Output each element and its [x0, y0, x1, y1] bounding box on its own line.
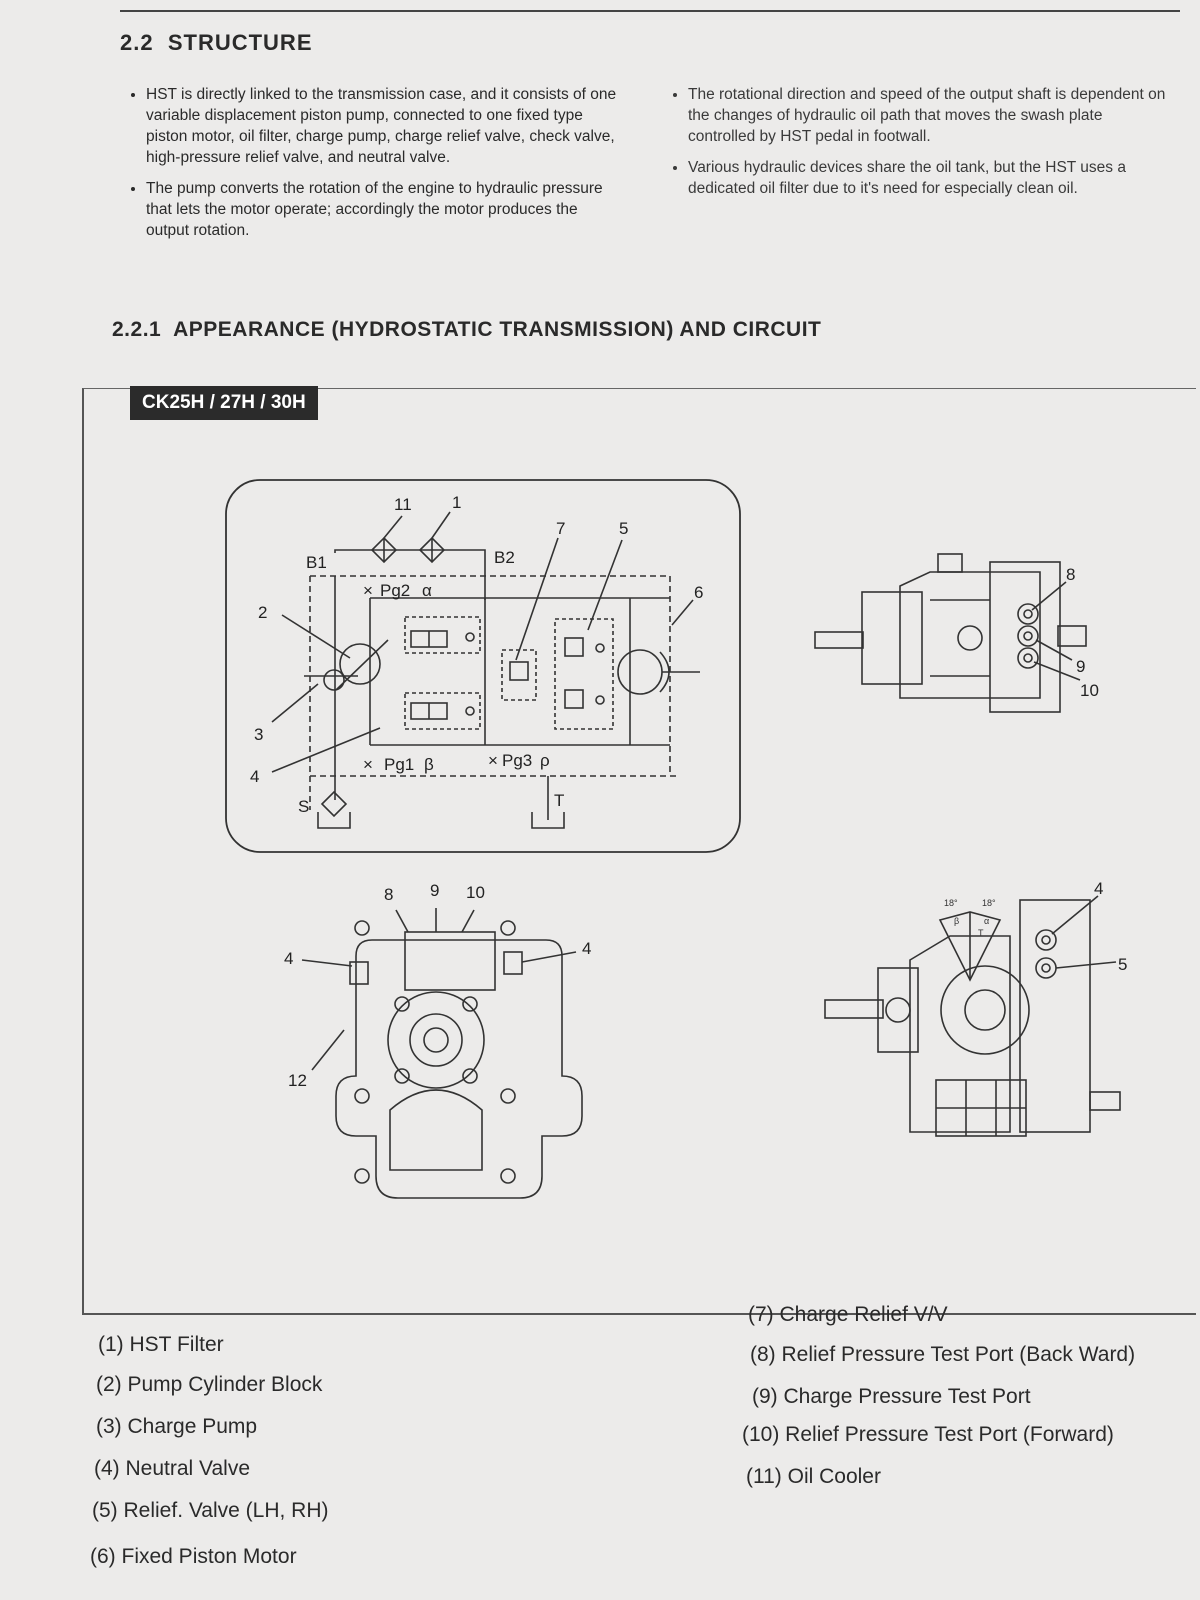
label-8: 8	[1066, 565, 1075, 584]
bullet-item: The pump converts the rotation of the en…	[146, 178, 620, 241]
label-12: 12	[288, 1071, 307, 1090]
legend-item: (1) HST Filter	[98, 1333, 224, 1356]
label-8: 8	[384, 885, 393, 904]
label-4-right: 4	[582, 939, 591, 958]
label-4: 4	[250, 767, 259, 786]
label-4-left: 4	[284, 949, 293, 968]
pump-side-view-top	[814, 553, 1087, 713]
legend-item: (4) Neutral Valve	[94, 1457, 251, 1480]
label-pg3-symbol: ρ	[540, 751, 550, 770]
label-5: 5	[1118, 955, 1127, 974]
bullets-right: The rotational direction and speed of th…	[662, 84, 1172, 209]
label-5: 5	[619, 519, 628, 538]
label-11: 11	[394, 495, 412, 514]
section-title: STRUCTURE	[167, 30, 313, 55]
section-heading: 2.2 STRUCTURE	[120, 30, 313, 56]
legend-item: (3) Charge Pump	[96, 1415, 258, 1438]
label-1: 1	[452, 493, 461, 512]
legend-item: (2) Pump Cylinder Block	[96, 1373, 323, 1396]
label-t: T	[554, 791, 564, 810]
beta-label: β	[954, 916, 959, 926]
t-label: T	[978, 928, 984, 938]
label-b1: B1	[306, 553, 327, 572]
bullet-item: The rotational direction and speed of th…	[688, 84, 1172, 147]
label-7: 7	[556, 519, 565, 538]
label-10: 10	[466, 883, 485, 902]
label-pg1: Pg1	[384, 755, 414, 774]
pump-front-view	[301, 908, 583, 1199]
label-6: 6	[694, 583, 703, 602]
label-s: S	[298, 797, 309, 816]
top-rule	[120, 10, 1180, 12]
label-x-pg3: ×	[488, 751, 498, 770]
circuit-labels: 11 1 7 5 6 2 3 4 B1 B2 × Pg2 α × Pg1 β ×…	[250, 493, 703, 816]
angle-right-label: 18°	[982, 898, 996, 908]
label-x-pg1: ×	[363, 755, 373, 774]
legend-item: (10) Relief Pressure Test Port (Forward)	[742, 1423, 1114, 1446]
legend-item: (8) Relief Pressure Test Port (Back Ward…	[750, 1343, 1136, 1366]
subsection-heading: 2.2.1 APPEARANCE (HYDROSTATIC TRANSMISSI…	[112, 318, 821, 342]
legend-item: (9) Charge Pressure Test Port	[752, 1385, 1031, 1408]
legend-item: (5) Relief. Valve (LH, RH)	[92, 1499, 329, 1522]
angle-left-label: 18°	[944, 898, 958, 908]
label-pg3: Pg3	[502, 751, 532, 770]
pump-side-view-bottom	[824, 895, 1121, 1137]
label-pg2: Pg2	[380, 581, 410, 600]
legend-item: (11) Oil Cooler	[746, 1465, 881, 1488]
bullet-item: Various hydraulic devices share the oil …	[688, 157, 1172, 199]
subsection-title: APPEARANCE (HYDROSTATIC TRANSMISSION) AN…	[173, 318, 822, 341]
label-3: 3	[254, 725, 263, 744]
label-9: 9	[1076, 657, 1085, 676]
bullet-item: HST is directly linked to the transmissi…	[146, 84, 620, 168]
label-b2: B2	[494, 548, 515, 567]
alpha-label: α	[984, 916, 989, 926]
bullets-left: HST is directly linked to the transmissi…	[120, 84, 620, 251]
label-9: 9	[430, 881, 439, 900]
hydraulic-circuit-diagram	[225, 479, 741, 853]
front-labels: 8 9 10 4 4 12	[284, 881, 591, 1090]
label-10: 10	[1080, 681, 1099, 700]
side-bottom-labels: 4 5 18° 18° β α T	[944, 879, 1127, 974]
subsection-number: 2.2.1	[112, 318, 162, 341]
legend-item: (7) Charge Relief V/V	[748, 1303, 948, 1326]
label-4: 4	[1094, 879, 1103, 898]
label-2: 2	[258, 603, 267, 622]
figure-frame	[82, 388, 1196, 1315]
side-top-labels: 8 9 10	[1066, 565, 1099, 700]
label-pg1-symbol: β	[424, 755, 434, 774]
model-tag: CK25H / 27H / 30H	[130, 386, 318, 420]
section-number: 2.2	[120, 30, 154, 55]
label-pg2-symbol: α	[422, 581, 432, 600]
label-x-pg2: ×	[363, 581, 373, 600]
legend-item: (6) Fixed Piston Motor	[90, 1545, 297, 1568]
